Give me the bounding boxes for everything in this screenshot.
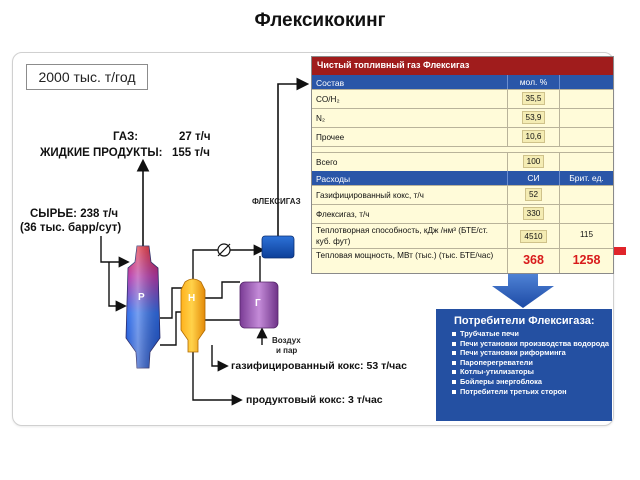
composition-col2: мол. % xyxy=(508,75,560,89)
down-arrow-icon xyxy=(492,266,554,308)
gasifier-vessel xyxy=(239,281,279,329)
liquid-products-value: 155 т/ч xyxy=(172,147,210,159)
gasifier-label: Г xyxy=(255,298,261,309)
row-label: CO/H₂ xyxy=(312,90,508,108)
flexigas-line-label: ФЛЕКСИГАЗ xyxy=(252,197,301,206)
table-row: Флексигаз, т/ч 330 xyxy=(312,204,613,223)
liquid-products-label: ЖИДКИЕ ПРОДУКТЫ: xyxy=(40,147,163,159)
consumers-list: Трубчатые печи Печи установки производст… xyxy=(436,329,612,396)
steam-label: и пар xyxy=(276,346,298,355)
gas-label: ГАЗ: xyxy=(113,131,139,143)
table-row: N₂ 53,9 xyxy=(312,108,613,127)
table-row-highlight: Тепловая мощность, МВт (тыс.) (тыс. БТЕ/… xyxy=(312,248,613,273)
row-value-brit xyxy=(560,186,613,204)
row-value: 4510 xyxy=(520,230,547,243)
composition-col3 xyxy=(560,75,613,89)
list-item: Печи установки производства водорода xyxy=(452,339,612,349)
total-value: 100 xyxy=(522,155,545,168)
total-label: Всего xyxy=(312,153,508,171)
row-label: N₂ xyxy=(312,109,508,127)
table-row: Теплотворная способность, кДж /нм³ (БТЕ/… xyxy=(312,223,613,248)
list-item: Потребители третьих сторон xyxy=(452,387,612,397)
thermal-power-si: 368 xyxy=(508,249,560,273)
product-coke-label: продуктовый кокс: 3 т/час xyxy=(246,394,383,406)
list-item: Бойлеры энергоблока xyxy=(452,377,612,387)
row-value-brit xyxy=(560,205,613,223)
row-label: Прочее xyxy=(312,128,508,146)
list-item: Пароперегреватели xyxy=(452,358,612,368)
list-item: Котлы-утилизаторы xyxy=(452,367,612,377)
flexigas-table: Чистый топливный газ Флексигаз Состав мо… xyxy=(311,56,614,274)
reactor-vessel xyxy=(125,245,161,369)
feed-barrels-label: (36 тыс. барр/сут) xyxy=(20,222,122,234)
row-value: 53,9 xyxy=(521,111,546,124)
table-header: Чистый топливный газ Флексигаз xyxy=(312,57,613,75)
gasified-coke-label: газифицированный кокс: 53 т/час xyxy=(231,360,407,372)
reactor-label: Р xyxy=(138,292,145,303)
feed-label: СЫРЬЕ: 238 т/ч xyxy=(30,208,119,220)
consumers-box: Потребители Флексигаза: Трубчатые печи П… xyxy=(436,309,612,421)
row-value: 52 xyxy=(524,188,543,201)
thermal-power-brit: 1258 xyxy=(572,253,601,267)
row-label: Тепловая мощность, МВт (тыс.) (тыс. БТЕ/… xyxy=(312,249,508,273)
flows-col2: СИ xyxy=(508,171,560,185)
capacity-box: 2000 тыс. т/год xyxy=(26,64,148,90)
row-value: 35,5 xyxy=(521,92,546,105)
row-value: 330 xyxy=(522,207,545,220)
flexigas-box xyxy=(261,235,295,259)
flows-col1: Расходы xyxy=(312,171,508,185)
flows-col3: Брит. ед. xyxy=(569,173,604,183)
row-label: Теплотворная способность, кДж /нм³ (БТЕ/… xyxy=(312,224,508,248)
heater-label: Н xyxy=(188,293,196,304)
row-label: Флексигаз, т/ч xyxy=(312,205,508,223)
consumers-title: Потребители Флексигаза: xyxy=(454,315,595,327)
row-label: Газифицированный кокс, т/ч xyxy=(312,186,508,204)
table-row: Газифицированный кокс, т/ч 52 xyxy=(312,185,613,204)
list-item: Трубчатые печи xyxy=(452,329,612,339)
gas-value: 27 т/ч xyxy=(179,131,211,143)
list-item: Печи установки риформинга xyxy=(452,348,612,358)
table-row: Прочее 10,6 xyxy=(312,127,613,146)
composition-header: Состав мол. % xyxy=(312,75,613,89)
composition-col1: Состав xyxy=(312,75,508,89)
air-label: Воздух xyxy=(272,336,301,345)
row-value: 10,6 xyxy=(521,130,546,143)
table-row-total: Всего 100 xyxy=(312,152,613,171)
heater-vessel xyxy=(180,278,206,353)
row-value-brit: 115 xyxy=(579,230,594,239)
flows-header: Расходы СИ Брит. ед. xyxy=(312,171,613,185)
table-row: CO/H₂ 35,5 xyxy=(312,89,613,108)
page-title: Флексикокинг xyxy=(254,10,386,31)
